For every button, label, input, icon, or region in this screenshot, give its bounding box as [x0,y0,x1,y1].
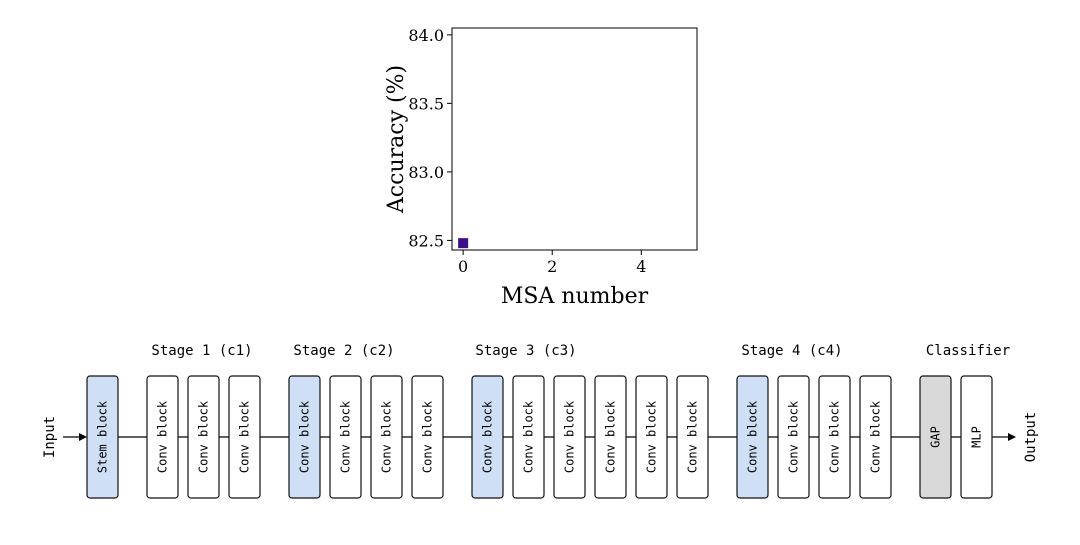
x-axis-label: MSA number [501,284,649,309]
data-point [458,238,469,249]
block: Stem block [86,375,119,499]
block: Conv block [288,375,321,499]
block-label: Conv block [421,400,435,473]
block-label: Conv block [604,400,618,473]
block-label: Conv block [869,400,883,473]
block-box [146,375,179,499]
input-arrow [79,433,87,441]
accuracy-chart: 82.5 83.0 83.5 84.0 0 2 4 MSA number Accuracy… [384,26,698,309]
block-label: Stem block [96,400,110,473]
y-axis-ticks: 82.5 83.0 83.5 84.0 [408,26,452,250]
block: Conv block [329,375,362,499]
block-box [736,375,769,499]
block-label: Conv block [156,400,170,473]
block-label: Conv block [339,400,353,473]
block-box [777,375,810,499]
block-box [471,375,504,499]
block: MLP [960,375,993,499]
y-axis-label: Accuracy (%) [384,65,409,214]
block-label: Conv block [787,400,801,473]
architecture-diagram: Stage 1 (c1) Stage 2 (c2) Stage 3 (c3) Stag… [42,343,1039,499]
block-box [676,375,709,499]
block-label: Conv block [746,400,760,473]
block-box [818,375,851,499]
block: Conv block [777,375,810,499]
block-label: Conv block [481,400,495,473]
block-box [960,375,993,499]
block: Conv block [228,375,261,499]
block-label: MLP [970,426,984,448]
blocks: Stem block Conv block Conv block Conv block… [86,375,993,499]
block-label: Conv block [686,400,700,473]
block-box [288,375,321,499]
block-label: Conv block [380,400,394,473]
stage-label: Stage 1 (c1) [151,343,252,359]
output-arrow [1008,433,1016,441]
block: GAP [919,375,952,499]
block-label: Conv block [522,400,536,473]
output-label: Output [1023,412,1039,463]
x-tick-label: 0 [458,257,468,276]
block: Conv block [635,375,668,499]
block-box [228,375,261,499]
y-tick-label: 83.0 [408,163,444,182]
block-box [187,375,220,499]
x-axis-ticks: 0 2 4 [458,250,646,276]
block-label: Conv block [197,400,211,473]
block-box [594,375,627,499]
block-box [859,375,892,499]
block: Conv block [736,375,769,499]
block-label: Conv block [645,400,659,473]
y-tick-label: 83.5 [408,94,444,113]
block-box [329,375,362,499]
block: Conv block [187,375,220,499]
block: Conv block [594,375,627,499]
data-points [458,238,469,249]
input-label: Input [42,416,58,458]
block-label: Conv block [238,400,252,473]
block: Conv block [676,375,709,499]
stage-label: Stage 4 (c4) [741,343,842,359]
block: Conv block [512,375,545,499]
plot-frame [451,27,698,251]
block-label: Conv block [298,400,312,473]
stage-label: Classifier [926,343,1010,359]
x-tick-label: 2 [547,257,557,276]
stage-label: Stage 2 (c2) [293,343,394,359]
block-box [553,375,586,499]
x-tick-label: 4 [636,257,646,276]
block-box [919,375,952,499]
block-box [411,375,444,499]
stage-label: Stage 3 (c3) [475,343,576,359]
block-label: GAP [929,426,943,448]
block-box [370,375,403,499]
block: Conv block [146,375,179,499]
block: Conv block [553,375,586,499]
block-box [635,375,668,499]
y-tick-label: 82.5 [408,231,444,250]
stage-labels: Stage 1 (c1) Stage 2 (c2) Stage 3 (c3) Stag… [151,343,1010,359]
y-tick-label: 84.0 [408,26,444,45]
block: Conv block [471,375,504,499]
block: Conv block [370,375,403,499]
block-box [512,375,545,499]
block-label: Conv block [563,400,577,473]
block: Conv block [859,375,892,499]
block: Conv block [411,375,444,499]
block: Conv block [818,375,851,499]
block-label: Conv block [828,400,842,473]
